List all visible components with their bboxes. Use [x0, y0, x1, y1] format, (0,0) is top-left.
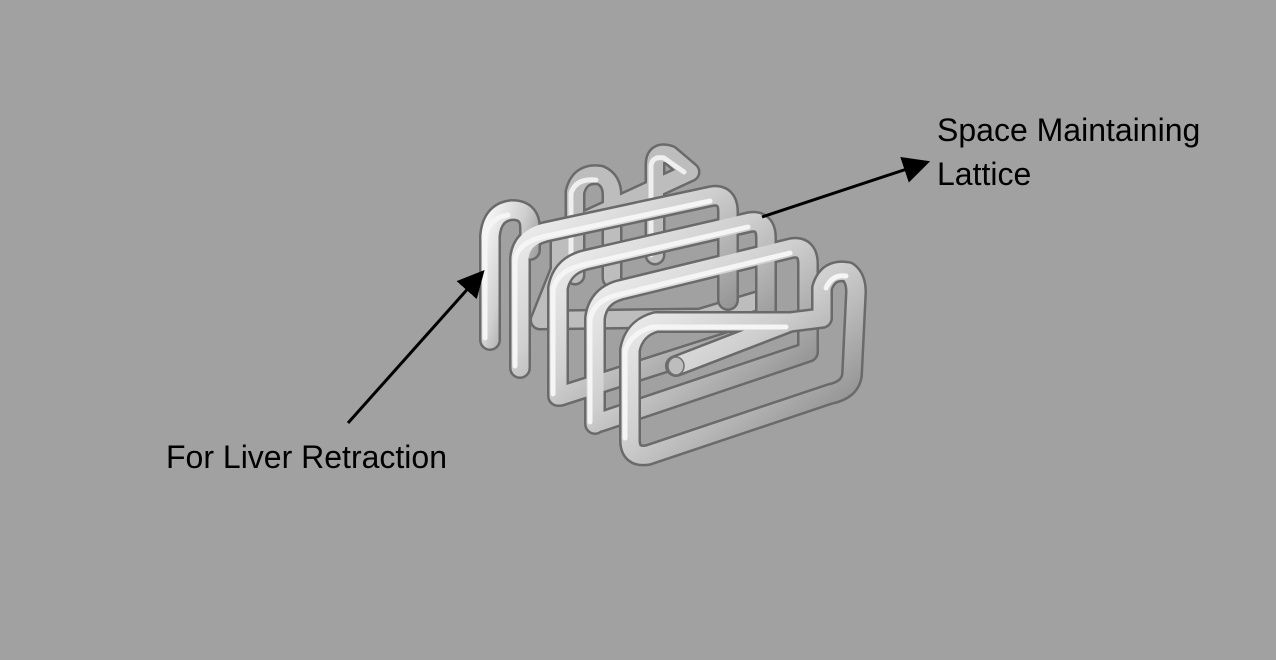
lattice-label-line1: Space Maintaining [937, 112, 1201, 148]
lattice-wire-middle [479, 184, 819, 435]
rod-end-cap [667, 356, 685, 376]
lattice-wire-front [619, 260, 867, 467]
lattice-arrow [761, 156, 931, 219]
lattice-label-line2: Lattice [937, 156, 1032, 192]
liver-retraction-arrow [346, 269, 485, 424]
space-maintaining-lattice-label: Space Maintaining Lattice [937, 108, 1200, 196]
liver-retraction-label: For Liver Retraction [166, 439, 447, 475]
